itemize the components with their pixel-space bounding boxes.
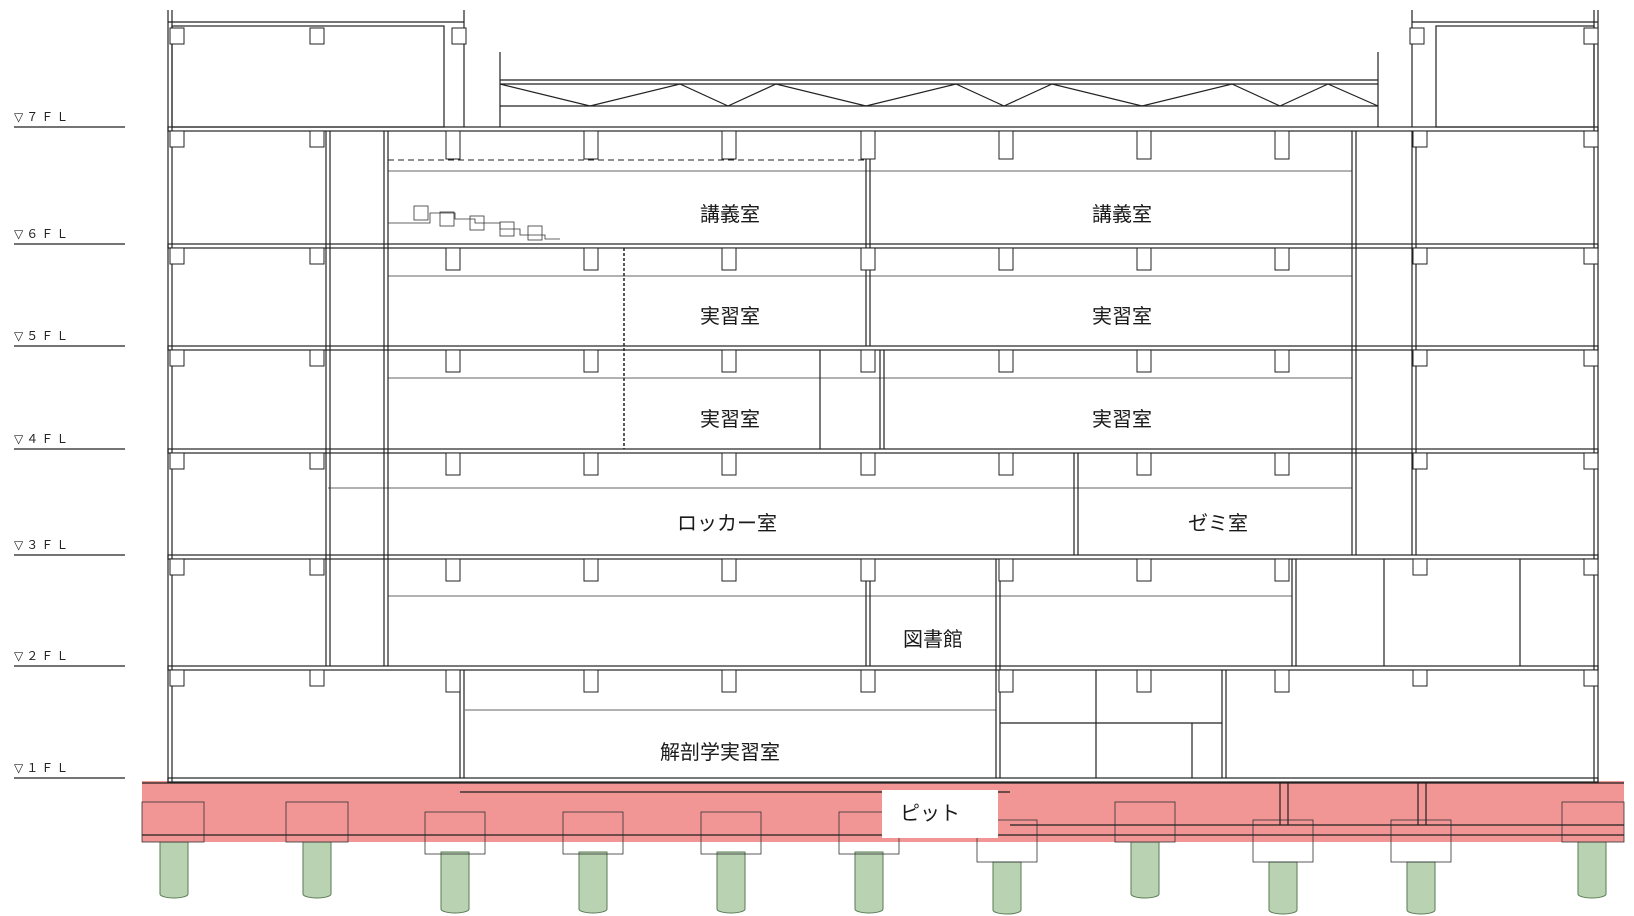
level-label-1fl: ▽１ＦＬ [14,761,71,775]
piles [159,841,1607,915]
room-label-f6-left: 講義室 [700,202,760,226]
pit-label-box [882,790,998,838]
level-label-5fl: ▽５ＦＬ [14,329,71,343]
level-label-3fl: ▽３ＦＬ [14,538,71,552]
level-label-2fl: ▽２ＦＬ [14,649,71,663]
roof-truss [499,52,1379,127]
room-label-f5-left: 実習室 [700,304,760,328]
tiered-seating [388,205,560,241]
room-label-f1: 解剖学実習室 [660,740,780,764]
room-labels: 講義室 講義室 実習室 実習室 実習室 実習室 ロッカー室 ゼミ室 図書館 解剖… [660,202,1248,764]
pit-label: ピット [900,801,960,825]
column-heads [169,27,1599,693]
floor-slabs [167,126,1599,783]
level-label-4fl: ▽４ＦＬ [14,432,71,446]
level-label-6fl: ▽６ＦＬ [14,227,71,241]
room-label-f2: 図書館 [903,627,963,651]
room-label-f4-right: 実習室 [1092,407,1152,431]
room-label-f6-right: 講義室 [1092,202,1152,226]
room-label-f4-left: 実習室 [700,407,760,431]
penthouses [168,21,1598,128]
interior-partitions [325,131,1521,778]
ceiling-lines [328,170,1352,711]
room-label-f3-right: ゼミ室 [1188,511,1248,535]
level-markers: ▽７ＦＬ ▽６ＦＬ ▽５ＦＬ ▽４ＦＬ ▽３ＦＬ ▽２ＦＬ ▽１ＦＬ [14,110,125,779]
level-label-7fl: ▽７ＦＬ [14,110,71,124]
pile-caps [141,801,1625,863]
room-label-f3-left: ロッカー室 [677,511,777,535]
room-label-f5-right: 実習室 [1092,304,1152,328]
